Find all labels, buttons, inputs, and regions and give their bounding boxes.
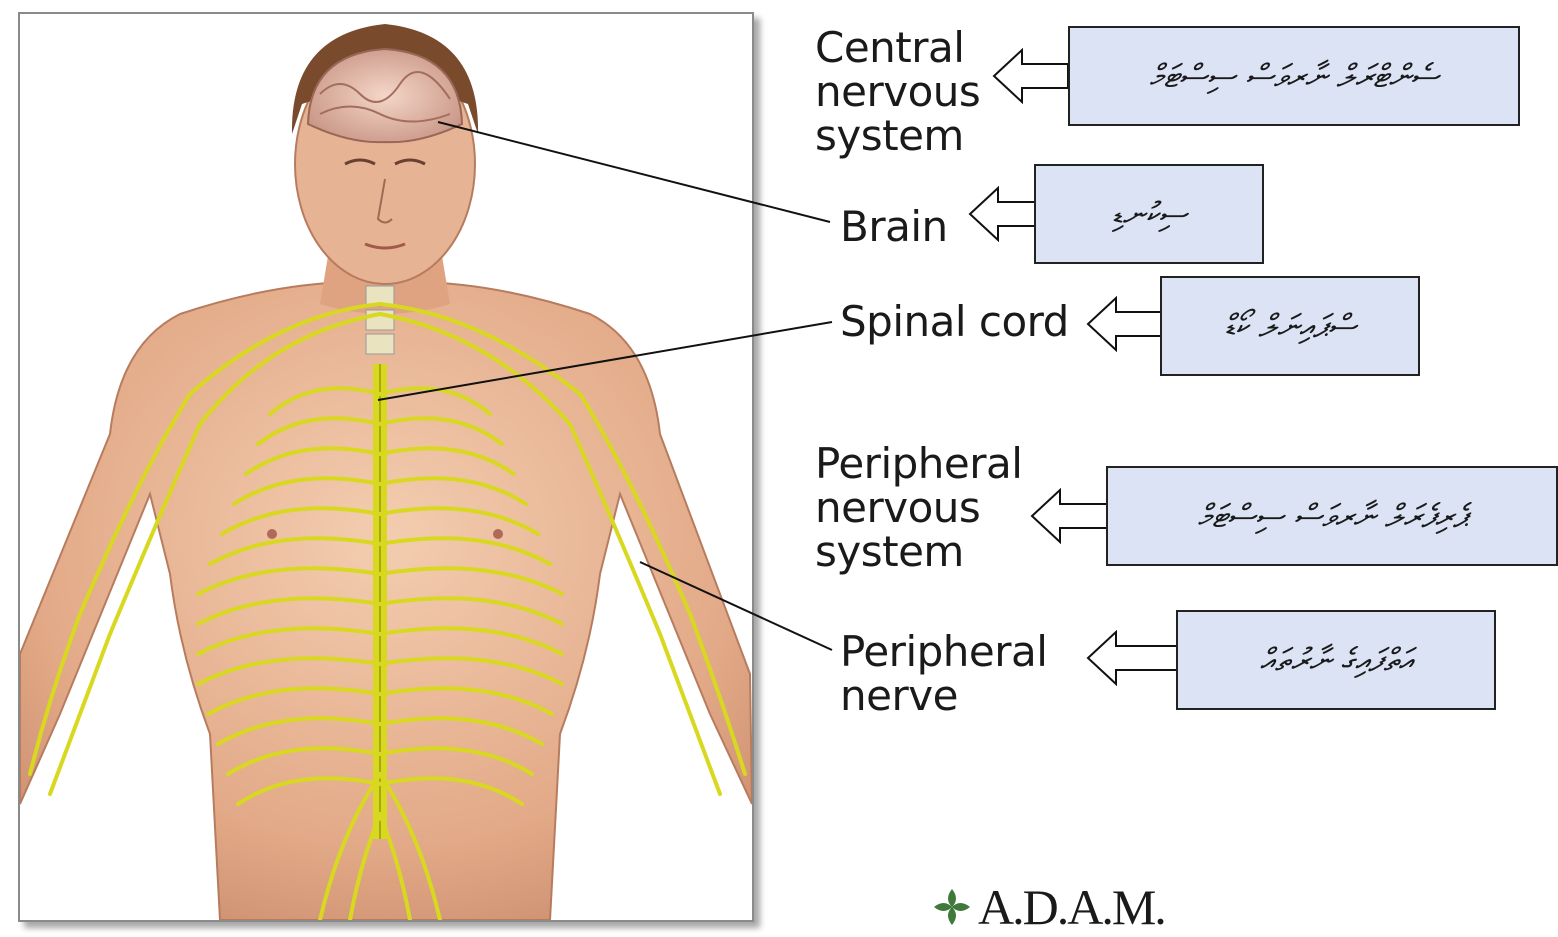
nerve-branch [244,446,382,476]
nerve-branch [378,656,564,686]
body-drawing [20,24,752,920]
nerve-branch [378,536,552,566]
translation-spinal-cord: ސްޕައިނަލް ކޯޑް [1160,276,1420,376]
nerve-branch [256,416,382,446]
nerve-branch [378,506,540,536]
nerve-branch [378,476,528,506]
nerve-branch [28,302,382,776]
nerve-branch [378,626,564,656]
translation-central-nervous-system: ސެންޓްރަލް ނާރވަސް ސިސްޓަމް [1068,26,1520,126]
nerve-branch [196,566,382,596]
arrow-left-icon [1030,488,1109,544]
nerve-branch [206,686,382,716]
nerve-branch [208,536,382,566]
nerve-branch [236,776,382,806]
nerve-branch [48,312,382,796]
nerve-branch [378,776,524,806]
nerve-branch [378,716,544,746]
nerve-branch [232,476,382,506]
nerve-branch [216,716,382,746]
label-peripheral-nerve: Peripheral nerve [840,627,1048,720]
nerve-branch [378,566,564,596]
nerve-branch [378,416,504,446]
anatomy-illustration [18,12,754,922]
arrow-left-icon [1086,296,1163,352]
arrow-left-icon [968,186,1037,242]
nerve-branch [378,772,442,920]
nerve-branch [268,386,382,416]
logo-text: A.D.A.M. [978,879,1167,935]
leaf-icon [934,889,970,925]
label-peripheral-nervous-system: Peripheral nervous system [815,439,1023,576]
nerve-branch [220,506,382,536]
translation-brain: ސިކުނޑި [1034,164,1264,264]
translation-peripheral-nervous-system: ޕެރިފެރަލް ނާރވަސް ސިސްޓަމް [1106,466,1558,566]
nerve-branch [378,596,564,626]
translation-peripheral-nerve: އަތްފައިގެ ނާރުތައް [1176,610,1496,710]
label-brain: Brain [840,202,948,251]
nerve-branch [318,772,382,920]
nerve-branch [196,596,382,626]
arrow-left-icon [992,48,1069,104]
label-spinal-cord: Spinal cord [840,297,1069,346]
nerve-branch [196,656,382,686]
adam-logo: A.D.A.M. [930,878,1167,936]
nerve-branch [378,812,412,920]
nerve-branch [348,812,382,920]
nerve-branch [226,746,382,776]
nerve-branch [378,446,516,476]
label-central-nervous-system: Central nervous system [815,23,981,160]
nerve-branch [378,746,534,776]
nerve-branch [378,686,554,716]
arrow-left-icon [1086,630,1180,686]
nerve-branch [196,626,382,656]
